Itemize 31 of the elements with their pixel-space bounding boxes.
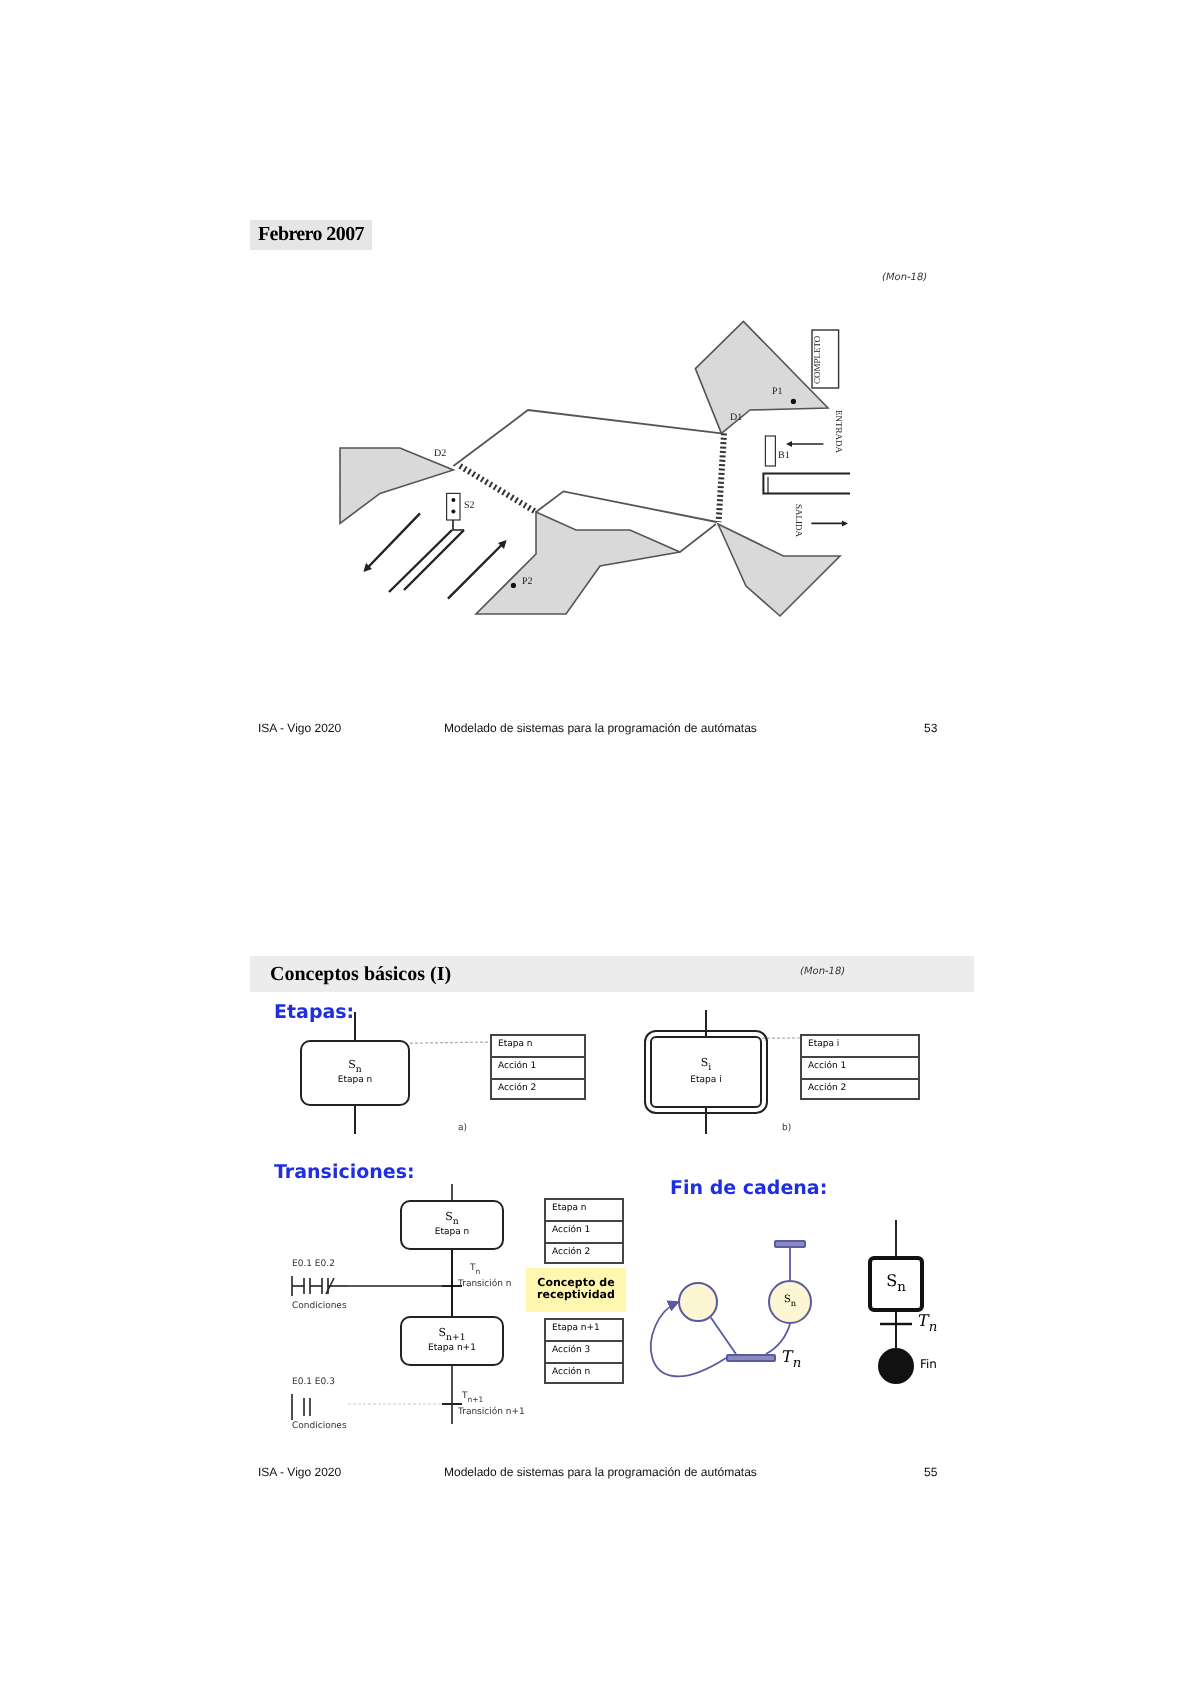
- connector-line: [895, 1311, 897, 1349]
- place-circle: [768, 1280, 812, 1324]
- step-box: [400, 1200, 504, 1250]
- transition-label: T$_{n}$: [782, 1348, 802, 1372]
- action-table: [544, 1198, 624, 1264]
- connector-line: [709, 1316, 737, 1355]
- place-circle: [878, 1348, 914, 1384]
- connector-line: [765, 1323, 791, 1355]
- action-table: [490, 1034, 586, 1100]
- connector-line: [761, 1037, 801, 1039]
- slide-title: Conceptos básicos (I): [270, 964, 452, 986]
- note-box: [526, 1268, 626, 1312]
- transition-bar: [774, 1240, 806, 1248]
- step-box: [300, 1040, 410, 1106]
- connector-line: [409, 1041, 491, 1044]
- date-label: Febrero 2007: [250, 220, 372, 250]
- section-heading: Etapas:: [274, 1004, 355, 1025]
- initial-step-box: [650, 1036, 762, 1108]
- connector-line: [451, 1249, 453, 1317]
- action-table: [800, 1034, 920, 1100]
- step-number: S$_{n}$: [886, 1271, 906, 1297]
- action-table: [544, 1318, 624, 1384]
- connector-line: [649, 1300, 727, 1378]
- step-box: [400, 1316, 504, 1366]
- transition-bar: [726, 1354, 776, 1362]
- section-heading: Transiciones:: [274, 1164, 415, 1185]
- place-circle: [678, 1282, 718, 1322]
- step-box: [868, 1256, 924, 1312]
- section-heading: Fin de cadena:: [670, 1180, 828, 1201]
- transition-label: T$_{n}$: [918, 1314, 938, 1336]
- connector-line: [789, 1247, 791, 1281]
